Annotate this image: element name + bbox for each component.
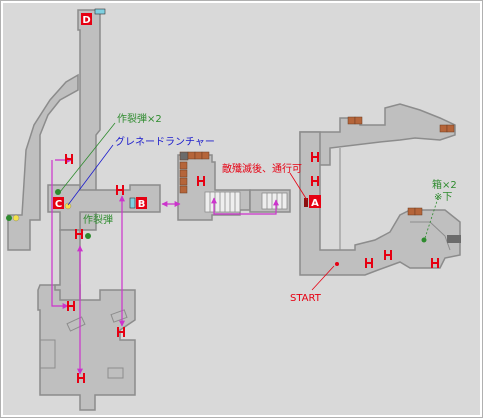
- start-point: [335, 262, 339, 266]
- label-start: START: [290, 293, 322, 304]
- marker-C: C: [53, 197, 64, 210]
- label-grenades-x2: 作裂弾×2: [117, 112, 162, 125]
- item-grenade-green: [85, 233, 91, 239]
- label-grenade-launcher: グレネードランチャー: [115, 135, 215, 148]
- leader-lines: [59, 122, 439, 291]
- marker-A-label: A: [311, 198, 319, 209]
- crates-right: [347, 116, 455, 216]
- item-c-green: [55, 189, 61, 195]
- marker-B-label: B: [138, 199, 146, 210]
- item-box-green: [421, 237, 427, 243]
- floor-left: [7, 9, 161, 411]
- item-green-left: [6, 215, 12, 221]
- crates-middle: [179, 151, 210, 194]
- marker-B: B: [136, 197, 147, 210]
- marker-C-label: C: [55, 199, 62, 210]
- d-door-cyan: [94, 8, 106, 15]
- marker-D: D: [81, 13, 92, 26]
- marker-D-label: D: [82, 15, 90, 26]
- item-yellow-left: [12, 214, 20, 222]
- marker-A: A: [309, 195, 321, 209]
- label-enemy-clear: 敵殲滅後、通行可: [222, 162, 302, 175]
- label-grenade: 作裂弾: [83, 213, 113, 226]
- label-note-below: ※下: [434, 192, 452, 203]
- label-box-x2: 箱×2: [432, 178, 457, 191]
- machine-right: [447, 235, 461, 243]
- route-paths: [51, 157, 279, 375]
- item-c-yellow: [64, 202, 72, 210]
- a-door-block: [304, 198, 308, 207]
- b-door-cyan: [129, 197, 136, 209]
